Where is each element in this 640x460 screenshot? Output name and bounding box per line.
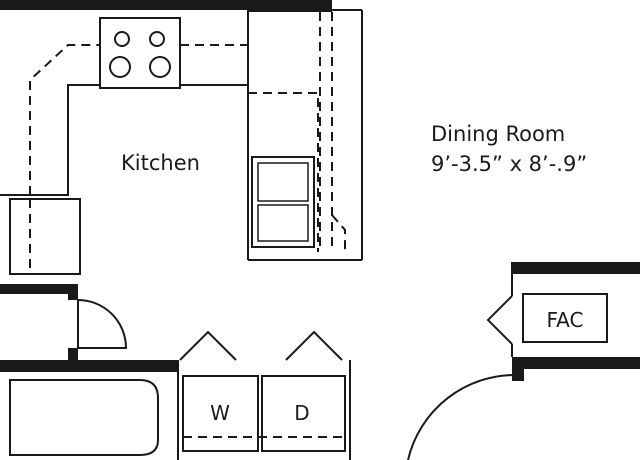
wall-top-right [248,0,332,12]
wall-fac-bottom [512,357,640,369]
room-dimensions-dining: 9’-3.5” x 8’-.9” [431,152,587,176]
fixture-label-washer: W [210,401,230,425]
entry-door-swing [407,373,519,460]
upper-cabinets-right [248,92,319,252]
room-label-dining: Dining Room [431,122,565,146]
wall-fac-pier [512,357,524,381]
burner-icon [149,31,165,47]
bathtub [9,379,159,456]
washer [182,375,259,452]
sink-basin-upper [257,162,309,202]
dryer [261,375,346,452]
wall-fac-top [512,262,640,274]
fixture-label-dryer: D [294,401,309,425]
sink-basin-lower [257,204,309,242]
upper-cabinet-angle [331,214,346,255]
wall-closet-jamb-lower [68,348,78,360]
room-label-kitchen: Kitchen [121,151,200,175]
refrigerator [9,198,81,275]
wall-closet-jamb [68,284,78,300]
closet-door-swing [77,299,128,349]
fac-cabinet [522,293,608,343]
kitchen-counter-outline [0,10,249,196]
upper-cabinets-left [29,44,100,270]
laundry-bifold-door-right [285,330,343,361]
burner-icon [114,31,130,47]
laundry-bifold-door-left [179,330,237,361]
wall-bath-top [0,360,178,372]
burner-icon [149,56,171,78]
double-sink [251,156,315,248]
wall-top-left [0,0,248,10]
fac-bifold-door [486,295,513,345]
wall-closet-top [0,284,78,294]
cooktop [99,17,181,89]
burner-icon [109,56,131,78]
fixture-label-fac: FAC [547,308,584,332]
